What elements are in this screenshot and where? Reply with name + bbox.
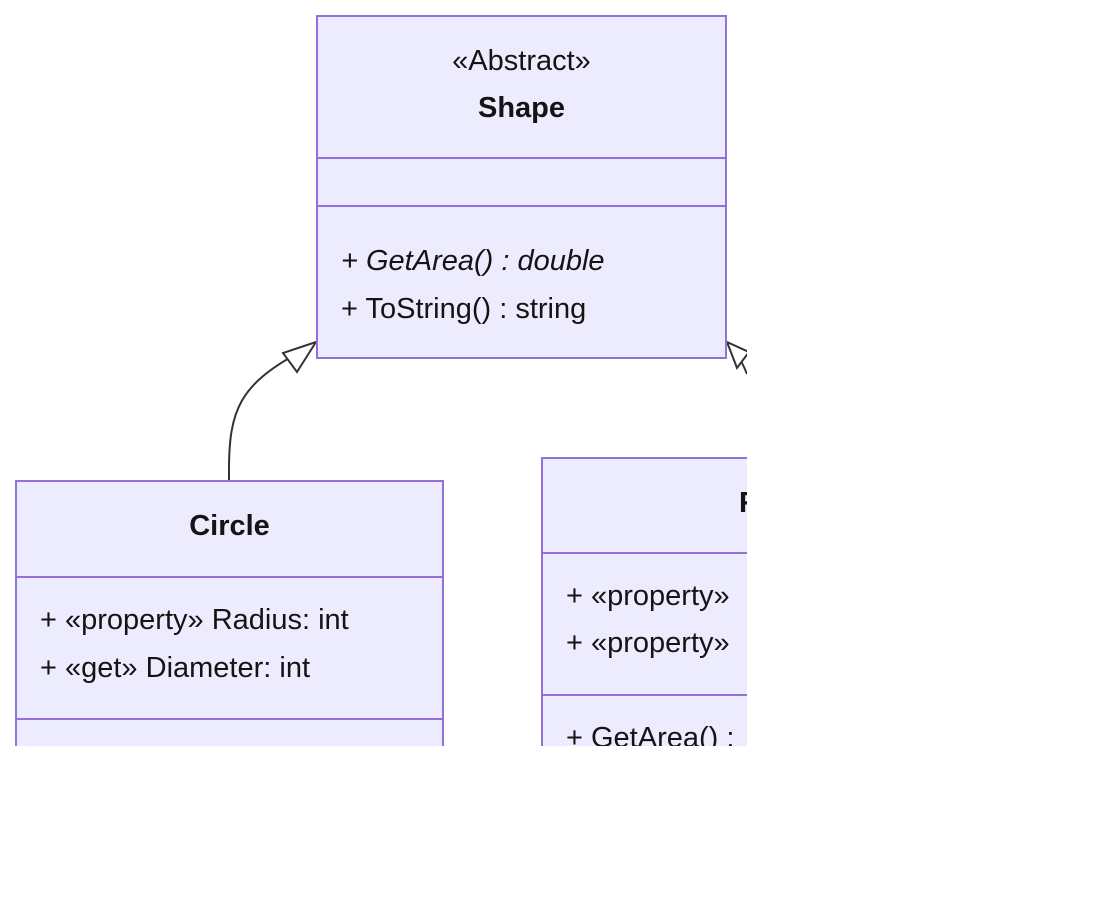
class-shape-method: + GetArea() : double (341, 245, 605, 277)
class-circle-attributes: + «property» Radius: int + «get» Diamete… (17, 576, 442, 718)
class-partial[interactable]: R + «property» + «property» + GetArea() … (541, 457, 747, 746)
circle-to-shape-inheritance-edge (228, 352, 299, 480)
class-partial-attribute: + «property» (566, 627, 730, 659)
class-shape-methods: + GetArea() : double + ToString() : stri… (318, 205, 725, 357)
class-shape-attributes (318, 157, 725, 205)
class-circle[interactable]: Circle + «property» Radius: int + «get» … (15, 480, 444, 746)
class-circle-methods (17, 718, 442, 746)
partial-to-shape-inheritance-arrowhead (725, 340, 747, 371)
class-partial-attribute: + «property» (566, 580, 730, 612)
class-shape[interactable]: «Abstract» Shape + GetArea() : double + … (316, 15, 727, 359)
class-circle-attribute: + «get» Diameter: int (40, 652, 311, 684)
class-circle-name: Circle (189, 510, 270, 542)
class-partial-method: + GetArea() : (566, 722, 735, 746)
class-shape-stereotype: «Abstract» (452, 45, 591, 77)
class-shape-method: + ToString() : string (341, 293, 587, 325)
class-shape-name: Shape (477, 92, 566, 124)
class-partial-methods: + GetArea() : (543, 694, 747, 746)
relations-layer (228, 340, 747, 480)
class-partial-name: R (739, 486, 747, 520)
circle-to-shape-inheritance-arrowhead (281, 340, 319, 374)
class-partial-attributes: + «property» + «property» (543, 552, 747, 694)
class-circle-attribute: + «property» Radius: int (40, 604, 349, 636)
diagram-viewport: «Abstract» Shape + GetArea() : double + … (15, 15, 747, 746)
